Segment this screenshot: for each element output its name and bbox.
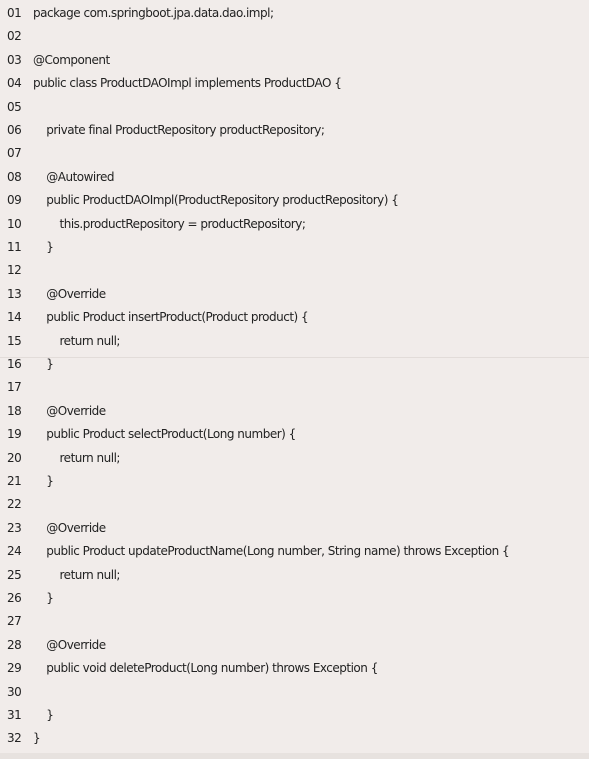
- line-number: 04: [7, 76, 22, 91]
- line-text: public class ProductDAOImpl implements P…: [33, 76, 342, 91]
- line-number: 14: [7, 310, 22, 325]
- code-line: 21 }: [0, 471, 589, 491]
- line-text: }: [33, 731, 41, 746]
- code-line: 02: [0, 26, 589, 46]
- page-divider: [0, 357, 589, 358]
- code-line: 23 @Override: [0, 518, 589, 538]
- line-number: 19: [7, 427, 22, 442]
- code-line: 28 @Override: [0, 635, 589, 655]
- line-number: 31: [7, 708, 22, 722]
- line-number: 30: [7, 684, 22, 699]
- line-number: 21: [7, 474, 22, 488]
- line-number: 24: [7, 544, 22, 559]
- line-number: 02: [7, 29, 22, 44]
- line-text: }: [33, 708, 54, 722]
- line-number: 07: [7, 146, 22, 161]
- code-line: 13 @Override: [0, 284, 589, 304]
- bottom-edge: [0, 753, 589, 759]
- code-line: 16 }: [0, 354, 589, 374]
- line-number: 11: [7, 240, 22, 254]
- line-text: }: [33, 591, 54, 605]
- code-line: 30: [0, 682, 589, 702]
- code-line: 26 }: [0, 588, 589, 608]
- line-text: @Autowired: [33, 169, 114, 184]
- code-line: 12: [0, 260, 589, 280]
- line-text: @Override: [33, 520, 106, 535]
- code-line: 01 package com.springboot.jpa.data.dao.im…: [0, 3, 589, 23]
- code-line: 27: [0, 611, 589, 631]
- line-number: 06: [7, 123, 22, 137]
- code-line: 24 public Product updateProductName(Long…: [0, 541, 589, 561]
- line-text: @Override: [33, 637, 106, 652]
- code-line: 07: [0, 143, 589, 163]
- line-text: }: [33, 357, 54, 371]
- line-number: 05: [7, 99, 22, 114]
- line-number: 29: [7, 661, 22, 676]
- code-line: 18 @Override: [0, 401, 589, 421]
- line-number: 27: [7, 614, 22, 629]
- code-line: 32}: [0, 728, 589, 748]
- line-number: 09: [7, 193, 22, 208]
- code-line: 04 public class ProductDAOImpl implements…: [0, 73, 589, 93]
- code-line: 22: [0, 494, 589, 514]
- code-line: 15 return null;: [0, 331, 589, 351]
- code-line: 19 public Product selectProduct(Long num…: [0, 424, 589, 444]
- line-number: 32: [7, 731, 22, 746]
- line-text: this.productRepository = productReposito…: [33, 216, 306, 231]
- line-text: public ProductDAOImpl(ProductRepository …: [33, 193, 399, 208]
- line-text: public void deleteProduct(Long number) t…: [33, 661, 378, 676]
- line-text: public Product selectProduct(Long number…: [33, 427, 296, 442]
- line-number: 25: [7, 567, 22, 582]
- code-line: 11 }: [0, 237, 589, 257]
- line-number: 22: [7, 497, 22, 512]
- code-line: 14 public Product insertProduct(Product …: [0, 307, 589, 327]
- line-number: 26: [7, 591, 22, 605]
- line-number: 03: [7, 52, 22, 67]
- line-number: 12: [7, 263, 22, 278]
- line-number: 13: [7, 286, 22, 301]
- code-line: 31 }: [0, 705, 589, 725]
- line-number: 23: [7, 520, 22, 535]
- line-text: public Product insertProduct(Product pro…: [33, 310, 309, 325]
- line-number: 17: [7, 380, 22, 395]
- code-line: 10 this.productRepository = productRepos…: [0, 214, 589, 234]
- line-number: 15: [7, 333, 22, 348]
- code-line: 09 public ProductDAOImpl(ProductReposito…: [0, 190, 589, 210]
- line-number: 10: [7, 216, 22, 231]
- code-line: 08 @Autowired: [0, 167, 589, 187]
- line-text: @Override: [33, 403, 106, 418]
- line-text: private final ProductRepository productR…: [33, 123, 325, 137]
- line-text: @Component: [33, 52, 110, 67]
- line-text: return null;: [33, 450, 121, 465]
- code-line: 05: [0, 97, 589, 117]
- code-line: 25 return null;: [0, 565, 589, 585]
- line-text: public Product updateProductName(Long nu…: [33, 544, 510, 559]
- line-number: 01: [7, 6, 22, 20]
- code-line: 20 return null;: [0, 448, 589, 468]
- line-text: return null;: [33, 567, 121, 582]
- line-number: 18: [7, 403, 22, 418]
- code-line: 17: [0, 377, 589, 397]
- line-number: 28: [7, 637, 22, 652]
- code-line: 03 @Component: [0, 50, 589, 70]
- line-text: }: [33, 474, 54, 488]
- line-number: 20: [7, 450, 22, 465]
- code-line: 29 public void deleteProduct(Long number…: [0, 658, 589, 678]
- code-line: 06 private final ProductRepository produ…: [0, 120, 589, 140]
- line-number: 16: [7, 357, 22, 371]
- line-number: 08: [7, 169, 22, 184]
- line-text: return null;: [33, 333, 121, 348]
- line-text: package com.springboot.jpa.data.dao.impl…: [33, 6, 274, 20]
- line-text: @Override: [33, 286, 106, 301]
- line-text: }: [33, 240, 54, 254]
